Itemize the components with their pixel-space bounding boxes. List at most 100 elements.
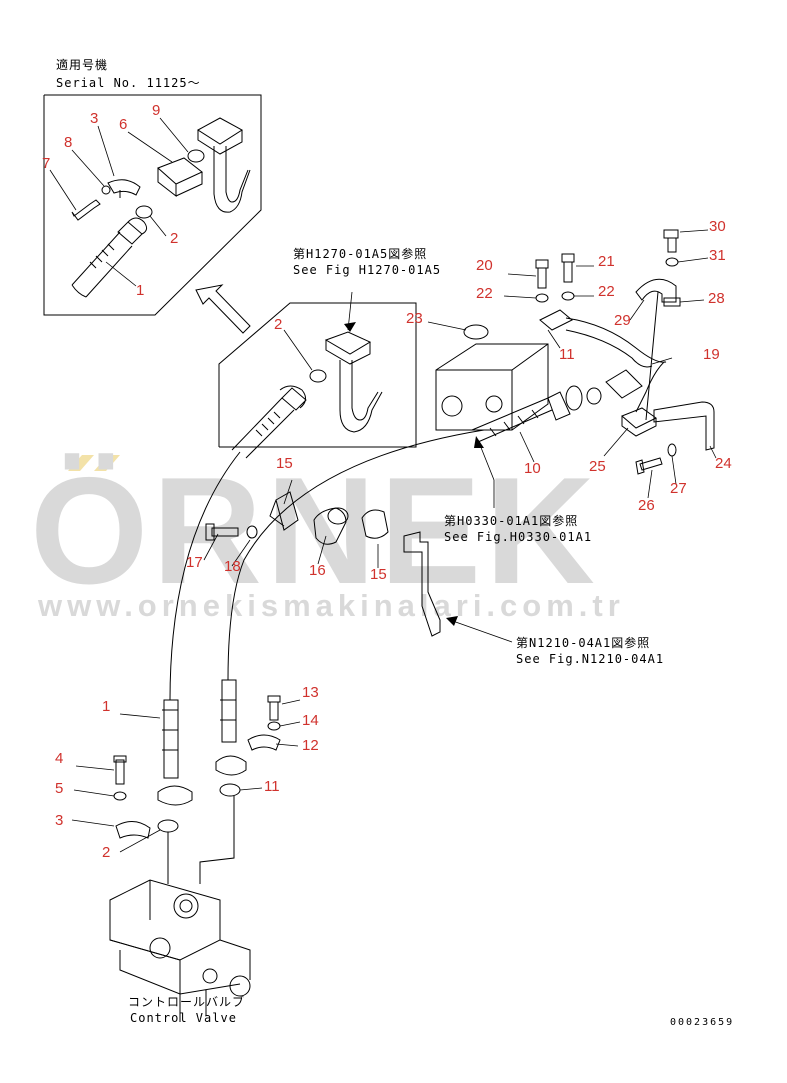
washer-22-b [561,291,575,301]
bolt-21 [561,253,575,283]
arrowhead-h1270 [344,322,356,332]
leader-lines [49,117,717,853]
part-number: 15 [370,566,387,583]
hose-10 [471,397,553,443]
ref-leader-h0330 [477,439,495,508]
ref-h1270-en: See Fig H1270-01A5 [293,263,442,277]
part-number: 29 [614,312,631,329]
part-number: 24 [715,455,732,472]
control-valve-label-en: Control Valve [130,1011,237,1025]
arrowhead-n1210 [446,616,458,626]
part-number: 16 [309,562,326,579]
mid-inset-flange [324,331,372,365]
part-number: 11 [559,346,575,363]
bolt-20 [535,259,549,289]
inset-oring-9 [187,149,205,163]
ref-n1210-ja: 第N1210-04A1図参照 [516,636,651,650]
watermark-diaeresis [68,455,120,471]
watermark-title: ÖRNEK [30,446,599,616]
clamp-15-b [361,509,389,539]
inset-frame-mid [218,302,417,448]
washer-31 [665,257,679,267]
inset-oring-2 [135,205,153,219]
hose-10-run [227,429,485,681]
bolt-4 [113,755,127,785]
part-number: 2 [102,844,111,861]
washer-27 [667,443,677,457]
watermark-url: www.ornekismakinalari.com.tr [38,588,625,623]
part-number: 27 [670,480,687,497]
part-number: 26 [638,497,655,514]
part-number: 7 [42,155,51,172]
inset-pipe [213,146,251,213]
part-number: 20 [476,257,493,274]
part-number: 9 [152,102,161,119]
oring-23 [463,324,489,340]
hose-11-flange [215,755,247,776]
clamp-12 [247,734,281,751]
washer-22-a [535,293,549,303]
bracket [403,531,441,637]
part-number: 5 [55,780,64,797]
document-code: 00023659 [670,1017,735,1028]
part-number: 11 [264,778,280,795]
part-number: 22 [598,283,615,300]
pipe-19-flange [605,369,643,399]
clamp-28 [663,297,681,307]
part-number: 23 [406,310,423,327]
inset-clamp-3 [107,179,141,196]
hose-1-end [163,699,179,779]
part-number: 28 [708,290,725,307]
washer-5 [113,791,127,801]
part-number: 6 [119,116,128,133]
part-number: 1 [136,282,145,299]
part-number: 4 [55,750,64,767]
part-number: 2 [170,230,179,247]
inset-bolt-7 [71,199,101,221]
serial-label-en: Serial No. 11125～ [56,76,201,90]
pump-block [435,343,549,431]
inset-frame-top [43,94,262,316]
sleeve-16 [313,507,347,545]
part-number: 8 [64,134,73,151]
part-number: 19 [703,346,720,363]
part-number: 12 [302,737,319,754]
part-number: 1 [102,698,111,715]
oring-11-right [586,387,602,405]
inset-pipe-flange [197,117,243,155]
hose-1-run [169,451,241,701]
arrowhead-h0330 [474,436,484,448]
part-number: 18 [224,558,241,575]
washer-18 [246,525,258,539]
part-number: 25 [589,458,606,475]
control-valve-label-ja: コントロールバルブ [128,995,246,1009]
ref-h0330-en: See Fig.H0330-01A1 [444,530,593,544]
bolt-17 [205,523,239,541]
oring-2-lower [157,819,179,833]
control-valve [109,879,251,1022]
hose-11-end [221,679,237,743]
clamp-15-a [269,491,299,531]
part-number: 21 [598,253,615,270]
ref-n1210-en: See Fig.N1210-04A1 [516,652,665,666]
direction-arrow [195,284,251,334]
part-number: 13 [302,684,319,701]
bracket-24 [653,401,715,451]
mid-inset-oring-2 [309,369,327,383]
inset-washer-8 [101,185,111,195]
inset-flange-6 [157,157,203,198]
part-number: 31 [709,247,726,264]
bolt-13 [267,695,281,721]
ref-h0330-ja: 第H0330-01A1図参照 [444,514,579,528]
pipe-19 [539,309,667,413]
bolt-30 [663,229,679,253]
serial-label-ja: 適用号機 [56,58,109,72]
part-number: 3 [90,110,99,127]
oring-11-lower [219,783,241,797]
mid-inset-pipe [339,360,383,433]
part-number: 30 [709,218,726,235]
block-25 [621,407,657,437]
ref-h1270-ja: 第H1270-01A5図参照 [293,247,428,261]
